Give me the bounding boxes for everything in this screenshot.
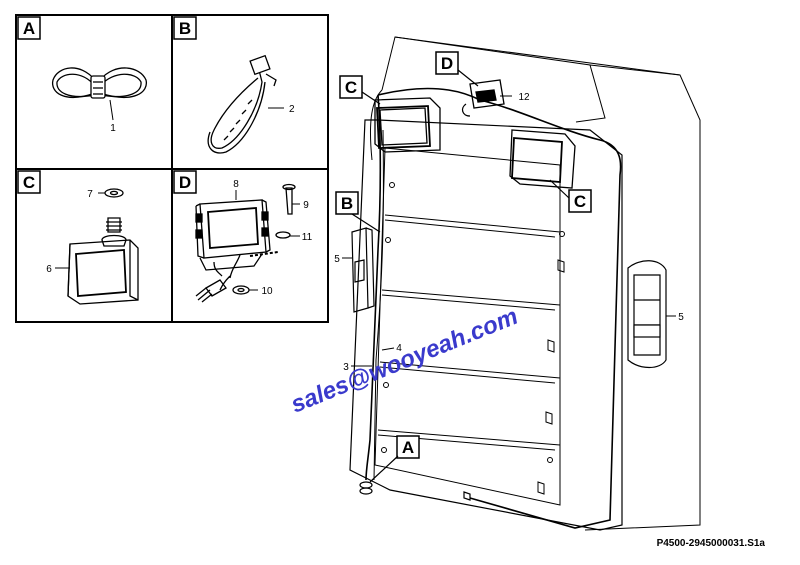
box-c-right-letter: C [574,192,586,211]
callout-2: 2 [289,104,295,115]
panel-d: D 8 9 11 10 [173,170,313,303]
callout-8: 8 [233,179,239,190]
box-d-top [435,51,459,75]
panel-c-letter-box [17,170,41,194]
panel-b-letter-box [173,16,197,40]
window-ribs [377,182,565,495]
marker-lamp-left [351,227,375,313]
panel-a: A 1 [17,16,147,134]
cable-tie-drawing [207,54,277,154]
panel-b-letter: B [179,19,191,38]
cable-tie-pair-drawing [52,67,147,99]
assembly-callouts: 12 5 5 3 4 [334,92,684,373]
assembly-labels: C D C B A [335,51,592,483]
wiring-harness-left-inner [373,129,384,481]
box-c-top-left [339,75,363,99]
box-a-bottom-letter: A [402,438,414,457]
panel-d-letter-box [173,170,197,194]
callout-10: 10 [261,286,273,297]
work-lamp-drawing [67,188,139,305]
panel-a-letter: A [23,19,35,38]
callout-4: 4 [396,343,402,354]
box-b-left [335,191,359,215]
box-c-top-left-letter: C [345,78,357,97]
panel-b: B 2 [173,16,295,154]
box-b-left-letter: B [341,194,353,213]
work-lamp-top-right [509,129,576,189]
panel-c-letter: C [23,173,35,192]
panel-c: C 7 6 [17,170,139,305]
callout-7: 7 [87,189,93,200]
work-lamp-top-left [374,97,441,153]
callout-1: 1 [110,123,116,134]
callout-12: 12 [518,92,530,103]
cab-outline [381,36,701,531]
panel-a-letter-box [17,16,41,40]
callout-11: 11 [302,232,313,243]
box-d-top-letter: D [441,54,453,73]
callout-1-leader [109,99,114,121]
callout-9: 9 [303,200,309,211]
watermark-text: sales@wooyeah.com [287,303,522,419]
box-c-right [568,189,592,213]
window-frame [374,147,561,506]
wiring-harness-left [365,94,382,481]
door-panel [349,119,623,531]
rear-camera-drawing [195,183,296,303]
callout-5-left: 5 [334,254,340,265]
inset-panels [15,14,329,323]
drawing-code: P4500-2945000031.S1a [657,538,766,549]
marker-lamp-right [627,260,667,369]
camera-top [461,79,505,117]
door-assembly [349,36,701,531]
box-a-bottom [396,435,420,459]
callout-5-right: 5 [678,312,684,323]
panel-d-letter: D [179,173,191,192]
wiring-harness [377,87,622,529]
callout-3: 3 [343,362,349,373]
callout-6: 6 [46,264,52,275]
